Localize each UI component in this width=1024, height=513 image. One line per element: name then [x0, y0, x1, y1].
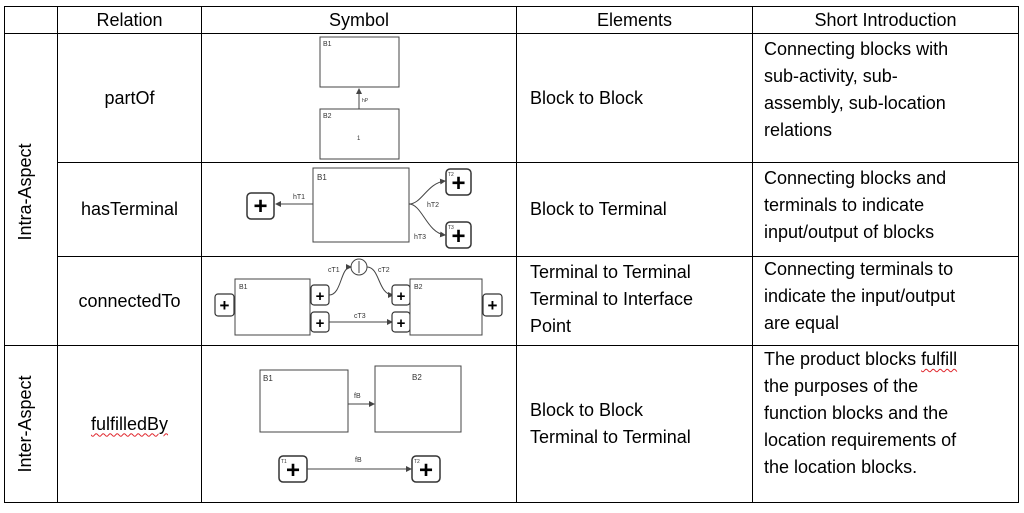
terminal-t3 [445, 221, 472, 249]
intro-line: input/output of blocks [764, 222, 935, 242]
block-label: B1 [239, 284, 248, 291]
edge-label: cT3 [354, 313, 366, 320]
elements-line: Block to Block [530, 400, 644, 420]
relation-hasterminal: hasTerminal [80, 199, 179, 219]
intro-hasterminal: Connecting blocks and terminals to indic… [764, 165, 1016, 246]
terminal-label: T1 [281, 459, 287, 465]
symbol-fulfilledby-diagram: B1 B2 fB T1 + fB T2 + [259, 365, 462, 484]
elements-connectedto: Terminal to Terminal Terminal to Interfa… [530, 259, 752, 340]
block-b2 [409, 278, 483, 336]
intro-line: the location blocks. [764, 457, 918, 477]
block-label: B1 [323, 41, 332, 48]
intro-line: sub-activity, sub- [764, 66, 898, 86]
plus-icon: + [286, 457, 300, 484]
block-b2 [374, 365, 462, 433]
edge-label: fB [355, 457, 362, 464]
intro-line: assembly, sub-location [764, 93, 946, 113]
intro-line: Connecting blocks with [764, 39, 949, 59]
ht2-arrow [408, 178, 446, 205]
intro-line: indicate the input/output [764, 286, 956, 306]
header-short-introduction: Short Introduction [814, 9, 957, 30]
terminal-t2 [411, 455, 441, 483]
edge-label: fB [354, 393, 361, 400]
edge-label: hP [362, 98, 369, 104]
relation-label: fulfilledBy [90, 413, 169, 434]
intro-fulfilledby: The product blocks fulfill the purposes … [764, 346, 1016, 481]
ht3-arrow [408, 203, 446, 238]
block-b1 [234, 278, 311, 336]
header-relation: Relation [96, 9, 163, 30]
elements-fulfilledby: Block to Block Terminal to Terminal [530, 397, 752, 451]
intro-partof: Connecting blocks with sub-activity, sub… [764, 36, 1016, 144]
plus-icon: + [488, 296, 498, 315]
elements-partof: Block to Block [530, 34, 750, 162]
intro-text: The product blocks [764, 349, 922, 369]
elements-line: Point [530, 316, 572, 336]
plus-icon: + [220, 296, 230, 315]
edge-label: hT3 [414, 234, 426, 241]
relation-fulfilledby: fulfilledBy [58, 346, 201, 502]
intro-line: the purposes of the [764, 376, 919, 396]
intro-line: relations [764, 120, 833, 140]
elements-line: Terminal to Interface [530, 289, 694, 309]
elements-line: Block to Terminal [530, 199, 667, 219]
symbol-hasterminal-diagram: B1 + hT1 hT2 hT3 T2 + T3 + [246, 167, 472, 250]
elements-line: Terminal to Terminal [530, 427, 691, 447]
intro-line: function blocks and the [764, 403, 949, 423]
intro-line: are equal [764, 313, 840, 333]
group-label-intra-aspect: Intra-Aspect [15, 143, 35, 241]
terminal-outer-right [482, 293, 503, 317]
ct1-arrow [328, 264, 352, 296]
terminal-outer-left [214, 293, 235, 317]
block-b1 [312, 167, 410, 243]
relation-connectedto: connectedTo [78, 290, 181, 311]
ct2-arrow [366, 266, 394, 298]
intro-line: The product blocks fulfill [764, 346, 1016, 373]
elements-hasterminal: Block to Terminal [530, 163, 750, 256]
plus-icon: + [316, 315, 325, 332]
block-b1 [319, 36, 400, 88]
terminal-label: T2 [414, 459, 420, 465]
edge-label: cT2 [378, 267, 390, 274]
symbol-connectedto-diagram: + B1 + + cT1 cT2 cT3 + + B2 + [214, 258, 503, 336]
edge-label: hT2 [427, 202, 439, 209]
intro-line: Connecting blocks and [764, 168, 947, 188]
intro-line: location requirements of [764, 430, 957, 450]
intro-connectedto: Connecting terminals to indicate the inp… [764, 256, 1016, 337]
block-label: B2 [412, 373, 422, 382]
relation-partof: partOf [104, 87, 155, 108]
plus-icon: + [451, 170, 465, 197]
header-elements: Elements [596, 9, 673, 30]
plus-icon: + [397, 288, 406, 305]
plus-icon: + [397, 315, 406, 332]
elements-line: Terminal to Terminal [530, 262, 691, 282]
edge-label: cT1 [328, 267, 340, 274]
intro-line: Connecting terminals to [764, 259, 954, 279]
intro-line: terminals to indicate [764, 195, 925, 215]
plus-icon: + [419, 457, 433, 484]
block-label: B1 [317, 173, 327, 182]
intro-spell-word: fulfill [921, 349, 958, 369]
symbol-partof-diagram: B1 hP B2 1 [319, 36, 400, 160]
plus-icon: + [253, 193, 267, 220]
terminal-t2 [445, 168, 472, 196]
plus-icon: + [316, 288, 325, 305]
plus-icon: + [451, 223, 465, 250]
block-label: B1 [263, 374, 273, 383]
block-b2 [319, 108, 400, 160]
group-label-inter-aspect: Inter-Aspect [15, 375, 35, 473]
block-label: B2 [414, 284, 423, 291]
elements-line: Block to Block [530, 87, 644, 108]
block-b1 [259, 369, 349, 433]
block-number: 1 [357, 136, 361, 142]
header-symbol: Symbol [328, 9, 390, 30]
terminal-label: T2 [448, 172, 454, 178]
terminal-label: T3 [448, 225, 454, 231]
terminal-left [246, 192, 275, 220]
edge-label: hT1 [293, 194, 305, 201]
block-label: B2 [323, 113, 332, 120]
